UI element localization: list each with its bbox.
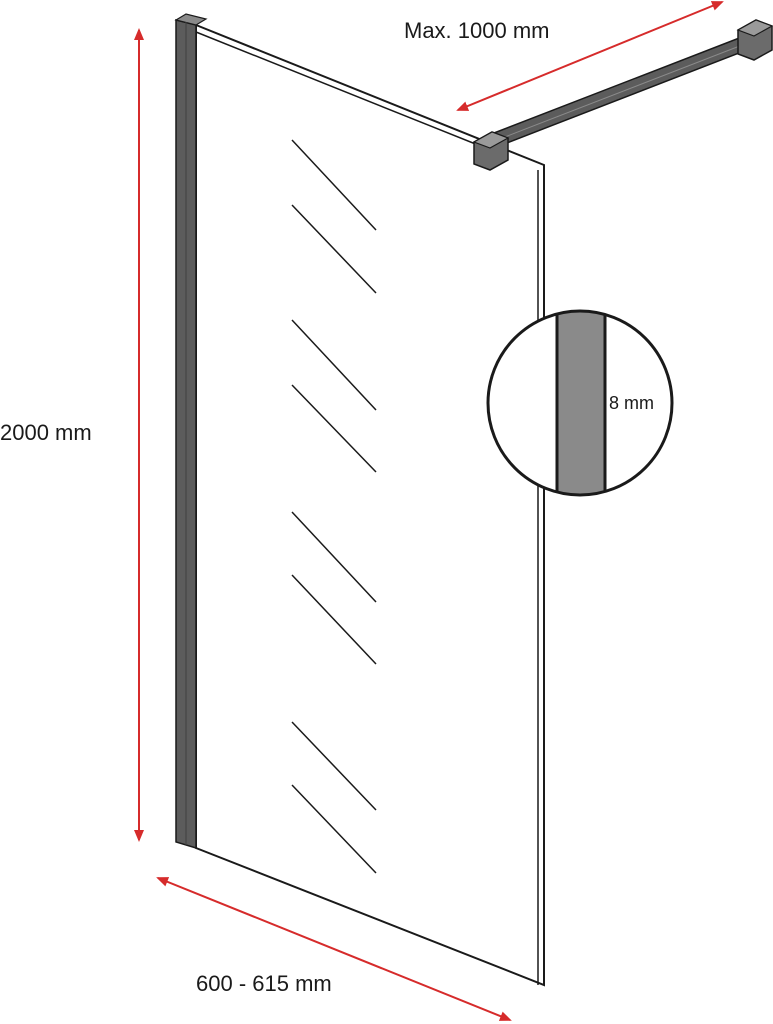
thickness-detail-circle: 8 mm [486,309,674,497]
width-label: 600 - 615 mm [196,971,332,996]
arm-length-dimension: Max. 1000 mm [404,1,724,111]
height-label: 2000 mm [0,420,92,445]
height-dimension: 2000 mm [0,28,144,842]
width-dimension: 600 - 615 mm [156,877,512,1021]
arm-length-label: Max. 1000 mm [404,18,550,43]
glass-reflection-lines [291,139,377,874]
wall-profile [174,13,208,850]
glass-thickness-label: 8 mm [609,393,654,413]
